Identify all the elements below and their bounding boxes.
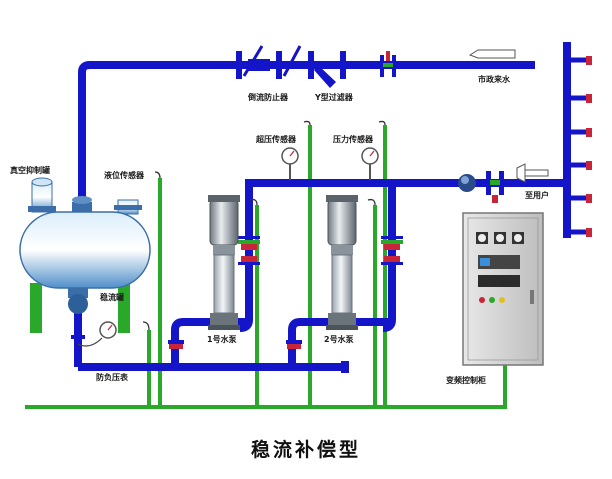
- pipes: [74, 42, 571, 373]
- label-vfd-cabinet: 变频控制柜: [446, 375, 486, 385]
- discharge-fittings: [458, 171, 504, 203]
- negative-pressure-gauge-icon: [77, 321, 117, 347]
- label-overpressure-sensor: 超压传感器: [255, 134, 297, 144]
- labels: 倒流防止器 Y型过滤器 市政来水 超压传感器 压力传感器 真空抑制罐 液位传感器…: [10, 74, 549, 385]
- label-y-strainer: Y型过滤器: [314, 92, 354, 102]
- sensor-probes: [142, 120, 386, 331]
- label-surge-tank: 稳流罐: [100, 292, 124, 302]
- backflow-preventer-icon: [236, 45, 302, 79]
- label-level-sensor: 液位传感器: [104, 170, 145, 180]
- pressure-gauge-icon: [361, 147, 379, 180]
- label-pressure-sensor: 压力传感器: [333, 134, 374, 144]
- check-valves: [71, 236, 403, 349]
- label-pump-2: 2号水泵: [324, 334, 354, 344]
- pump-1: [208, 195, 240, 330]
- label-backflow-preventer: 倒流防止器: [247, 92, 289, 102]
- diagram-caption: 稳流补偿型: [251, 438, 361, 461]
- flow-arrow-icon: [468, 49, 549, 183]
- label-to-user: 至用户: [525, 190, 549, 200]
- pump-2: [326, 195, 358, 330]
- inlet-valve-icon: [380, 51, 396, 77]
- overpressure-gauge-icon: [281, 147, 299, 180]
- label-negative-pressure-gauge: 防负压表: [96, 372, 129, 382]
- label-municipal-water: 市政来水: [478, 74, 511, 84]
- user-taps: [586, 56, 592, 237]
- label-pump-1: 1号水泵: [207, 334, 237, 344]
- y-strainer-icon: [308, 51, 346, 88]
- vfd-cabinet: [462, 212, 544, 366]
- surge-tank: [19, 177, 151, 314]
- label-vacuum-suppressor: 真空抑制罐: [10, 165, 50, 175]
